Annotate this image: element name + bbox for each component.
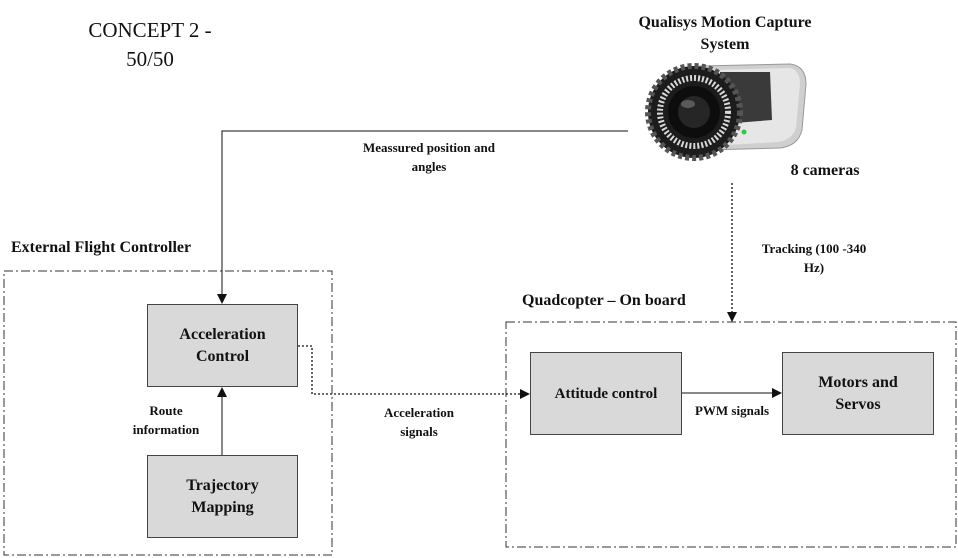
acceleration-control-line-1: Acceleration <box>179 325 266 343</box>
motors-servos-line-2: Servos <box>835 395 881 413</box>
onboard-label: Quadcopter – On board <box>522 292 686 309</box>
concept-title-line-2: 50/50 <box>126 47 174 71</box>
camera-system-title: Qualisys Motion Capture System <box>600 12 850 56</box>
concept-title-line-1: CONCEPT 2 - <box>88 18 212 42</box>
acceleration-control-line-2: Control <box>195 347 250 365</box>
route-information-label: Route information <box>121 401 211 439</box>
tracking-label-line-1: Tracking (100 -340 <box>761 241 867 256</box>
attitude-control-label: Attitude control <box>554 385 658 402</box>
route-label-line-1: Route <box>149 403 183 418</box>
acceleration-signals-line-2: signals <box>400 424 438 439</box>
motors-servos-line-1: Motors and <box>818 373 898 391</box>
acceleration-signals-arrow <box>298 345 530 399</box>
trajectory-mapping-block: Trajectory Mapping <box>147 455 298 538</box>
acceleration-signals-label: Acceleration signals <box>364 403 474 441</box>
measured-position-arrow <box>217 130 628 304</box>
measured-label-line-2: angles <box>411 159 447 174</box>
tracking-label-line-2: Hz) <box>803 260 825 275</box>
attitude-control-block: Attitude control <box>530 352 682 435</box>
onboard-boundary <box>505 321 957 548</box>
acceleration-control-block: Acceleration Control <box>147 304 298 387</box>
pwm-signals-label: PWM signals <box>694 403 770 418</box>
measured-position-label: Meassured position and angles <box>334 138 524 176</box>
acceleration-signals-line-1: Acceleration <box>383 405 455 420</box>
camera-title-line-1: Qualisys Motion Capture <box>638 14 812 31</box>
trajectory-mapping-line-1: Trajectory <box>186 476 259 494</box>
camera-image <box>645 63 807 161</box>
camera-title-line-2: System <box>700 36 750 53</box>
external-controller-label: External Flight Controller <box>11 239 192 256</box>
camera-count-label: 8 cameras <box>790 162 860 179</box>
trajectory-mapping-line-2: Mapping <box>191 498 254 516</box>
motors-servos-block: Motors and Servos <box>782 352 934 435</box>
measured-label-line-1: Meassured position and <box>363 140 495 155</box>
concept-title: CONCEPT 2 - 50/50 <box>60 16 240 74</box>
route-label-line-2: information <box>132 422 200 437</box>
tracking-label: Tracking (100 -340 Hz) <box>742 239 886 277</box>
